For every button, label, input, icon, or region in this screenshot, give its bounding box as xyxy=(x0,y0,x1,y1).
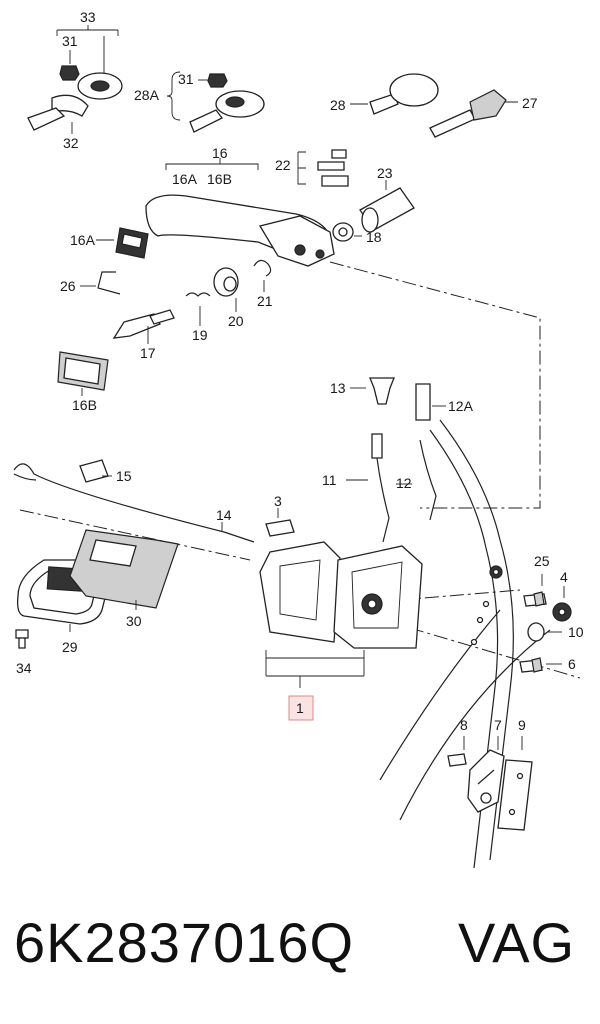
callout-16b: 16B xyxy=(72,397,97,413)
callout-9: 9 xyxy=(518,717,526,733)
part-3 xyxy=(265,508,295,537)
knob-12a xyxy=(415,383,446,421)
lock-parts-17-21 xyxy=(112,259,272,344)
callout-25: 25 xyxy=(534,553,550,569)
callout-30: 30 xyxy=(126,613,142,629)
screw-34 xyxy=(15,629,29,649)
callout-1: 1 xyxy=(296,700,304,716)
callout-8: 8 xyxy=(460,717,468,733)
callout-21: 21 xyxy=(257,293,273,309)
callout-11: 11 xyxy=(322,472,337,488)
key-28 xyxy=(350,73,439,115)
callout-3: 3 xyxy=(274,493,282,509)
callout-16a: 16A xyxy=(70,232,96,248)
callout-6: 6 xyxy=(568,656,576,672)
callout-labels: 33 31 32 31 28A 28 27 16 16A 16B 22 23 1… xyxy=(16,9,584,733)
callout-34: 34 xyxy=(16,660,32,676)
handle-16 xyxy=(145,158,335,267)
brand-label: VAG xyxy=(458,911,576,974)
callout-17: 17 xyxy=(140,345,156,361)
seal-16b xyxy=(57,351,109,396)
callout-29: 29 xyxy=(62,639,78,655)
callout-4: 4 xyxy=(560,569,568,585)
callout-15: 15 xyxy=(116,468,132,484)
callout-33: 33 xyxy=(80,9,96,25)
callout-12: 12 xyxy=(396,475,412,491)
callout-26: 26 xyxy=(60,278,76,294)
door-edge xyxy=(379,419,551,869)
fasteners-25-4-10-6 xyxy=(519,574,572,673)
callout-10: 10 xyxy=(568,624,584,640)
callout-16b-top: 16B xyxy=(207,171,232,187)
rods-11-12 xyxy=(346,433,437,543)
callout-14: 14 xyxy=(216,507,232,523)
part-number: 6K2837016Q xyxy=(14,911,355,974)
callout-23: 23 xyxy=(377,165,393,181)
striker-7-8-9 xyxy=(447,736,533,831)
callout-12a: 12A xyxy=(448,398,474,414)
rod-14 xyxy=(13,463,255,543)
callout-31: 31 xyxy=(62,33,78,49)
callout-13: 13 xyxy=(330,380,346,396)
key-group-28a xyxy=(166,71,265,133)
key-27 xyxy=(429,89,518,138)
callout-16: 16 xyxy=(212,145,228,161)
seal-16a xyxy=(96,227,149,259)
callout-31-b: 31 xyxy=(178,71,194,87)
callout-28: 28 xyxy=(330,97,346,113)
callout-22: 22 xyxy=(275,157,291,173)
callout-18: 18 xyxy=(366,229,382,245)
lock-assembly-1 xyxy=(259,541,423,688)
grommet-13 xyxy=(350,377,395,405)
callout-19: 19 xyxy=(192,327,208,343)
bezel-30 xyxy=(69,529,179,610)
callout-16a-top: 16A xyxy=(172,171,198,187)
callout-7: 7 xyxy=(494,717,502,733)
callout-20: 20 xyxy=(228,313,244,329)
callout-32: 32 xyxy=(63,135,79,151)
key-group-33 xyxy=(27,25,123,134)
callout-27: 27 xyxy=(522,95,538,111)
clip-26 xyxy=(80,271,121,295)
callout-28a: 28A xyxy=(134,87,160,103)
exploded-parts-diagram: 33 31 32 31 28A 28 27 16 16A 16B 22 23 1… xyxy=(13,9,584,869)
clip-15 xyxy=(79,459,112,483)
lock-cylinder-23 xyxy=(297,149,415,242)
callout-1-highlight xyxy=(288,695,314,721)
